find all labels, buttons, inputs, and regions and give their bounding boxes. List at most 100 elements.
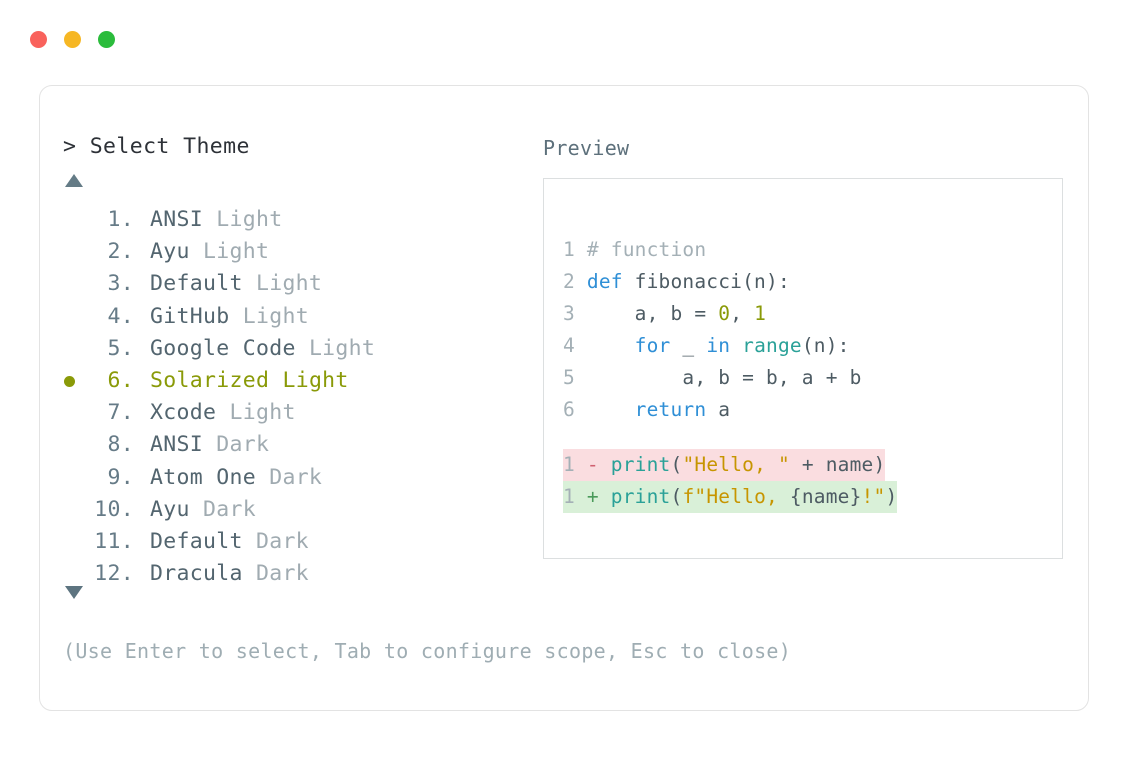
theme-list-item[interactable]: 11. Default Dark [63, 526, 533, 558]
code-token: for [634, 334, 671, 357]
theme-item-name: Ayu Dark [150, 496, 256, 522]
theme-item-number: 10. [94, 496, 134, 522]
diff-removed-line: 1 - print("Hello, " + name) [563, 449, 886, 481]
close-window-button[interactable] [30, 31, 47, 48]
code-token: ( [670, 485, 683, 508]
code-token: + name) [789, 453, 886, 476]
theme-item-variant: Dark [269, 464, 323, 490]
theme-item-name: Dracula Dark [150, 561, 309, 587]
theme-item-variant: Light [255, 271, 323, 297]
preview-label: Preview [543, 136, 630, 160]
code-token: a, b = [586, 302, 719, 325]
theme-item-variant: Light [282, 367, 349, 393]
theme-item-number: 4. [107, 303, 134, 329]
theme-item-number: 8. [107, 432, 134, 458]
selected-bullet-icon [64, 375, 75, 387]
theme-item-variant: Dark [255, 561, 309, 587]
diff-added-line: 1 + print(f"Hello, {name}!") [563, 481, 898, 513]
line-number: 1 [563, 238, 587, 261]
code-token [587, 398, 635, 421]
code-token: print [610, 485, 671, 508]
theme-item-name: GitHub Light [150, 303, 309, 329]
code-token: in [706, 334, 731, 357]
theme-item-variant: Light [216, 207, 283, 232]
theme-item-variant: Light [242, 303, 309, 329]
code-token: 0 [718, 302, 731, 325]
code-line: 1 # function [563, 234, 862, 266]
diff-sample: 1 - print("Hello, " + name)1 + print(f"H… [563, 449, 898, 513]
code-token [587, 334, 635, 357]
code-line: 3 a, b = 0, 1 [563, 298, 862, 330]
theme-item-number: 3. [107, 271, 134, 297]
theme-list-item[interactable]: 5. Google Code Light [63, 333, 533, 365]
triangle-down-icon[interactable] [65, 586, 83, 599]
triangle-up-icon[interactable] [65, 174, 83, 187]
theme-item-name: Ayu Light [150, 239, 270, 265]
theme-list-item[interactable]: 8.ANSI Dark [63, 429, 533, 461]
theme-item-number: 5. [107, 335, 134, 361]
code-line: 2 def fibonacci(n): [563, 266, 862, 298]
theme-item-name: Solarized Light [150, 367, 349, 393]
code-token: fibonacci(n): [622, 270, 790, 293]
theme-list-item[interactable]: 9. Atom One Dark [63, 462, 533, 494]
code-token: a, b = b, a + b [586, 366, 862, 389]
theme-item-number: 6. [107, 367, 134, 393]
theme-list-item[interactable]: 3. Default Light [63, 268, 533, 300]
code-line: 5 a, b = b, a + b [563, 362, 862, 394]
theme-item-name: Default Light [150, 271, 323, 297]
theme-list-item[interactable]: 1.ANSI Light [63, 204, 533, 236]
code-token: # function [586, 238, 707, 261]
code-token: "Hello, " [682, 453, 790, 476]
theme-item-variant: Dark [202, 496, 256, 522]
theme-item-name: Xcode Light [150, 400, 296, 426]
theme-item-name: ANSI Light [150, 207, 283, 232]
theme-list-item[interactable]: 12. Dracula Dark [63, 558, 533, 590]
code-token: , [730, 302, 755, 325]
code-token: a [706, 398, 731, 421]
minimize-window-button[interactable] [64, 31, 81, 48]
theme-item-variant: Dark [255, 528, 309, 554]
theme-item-name: Atom One Dark [150, 464, 323, 490]
theme-item-name: Default Dark [150, 528, 309, 554]
diff-marker: + [586, 485, 611, 508]
theme-list-item[interactable]: 2.Ayu Light [63, 236, 533, 268]
theme-list-item[interactable]: 10. Ayu Dark [63, 494, 533, 526]
line-number: 1 [563, 485, 587, 508]
code-token: f"Hello, [682, 485, 790, 508]
code-token: {name} [789, 485, 862, 508]
line-number: 4 [563, 334, 587, 357]
theme-list-item[interactable]: 4. GitHub Light [63, 301, 533, 333]
theme-item-name: Google Code Light [150, 335, 376, 361]
theme-item-variant: Light [229, 400, 296, 426]
line-number: 5 [563, 366, 587, 389]
maximize-window-button[interactable] [98, 31, 115, 48]
page-title: > Select Theme [63, 134, 250, 159]
code-token: 1 [754, 302, 767, 325]
code-token: return [634, 398, 707, 421]
theme-item-number: 11. [94, 528, 134, 554]
theme-item-variant: Light [202, 239, 270, 265]
theme-item-number: 9. [107, 464, 134, 490]
theme-list-item[interactable]: 6. Solarized Light [63, 365, 533, 397]
code-line: 4 for _ in range(n): [563, 330, 862, 362]
line-number: 2 [563, 270, 587, 293]
code-token: range [742, 334, 802, 357]
line-number: 1 [563, 453, 587, 476]
code-token: _ [670, 334, 707, 357]
theme-list-item[interactable]: 7. Xcode Light [63, 397, 533, 429]
code-token [730, 334, 742, 357]
code-token: (n): [801, 334, 850, 357]
code-token: ( [670, 453, 683, 476]
code-token: !" [861, 485, 886, 508]
theme-item-number: 7. [107, 400, 134, 426]
theme-item-variant: Dark [216, 432, 270, 458]
theme-item-variant: Light [308, 335, 376, 361]
code-line: 6 return a [563, 394, 862, 426]
theme-item-number: 12. [94, 561, 134, 587]
window-controls [30, 31, 115, 48]
